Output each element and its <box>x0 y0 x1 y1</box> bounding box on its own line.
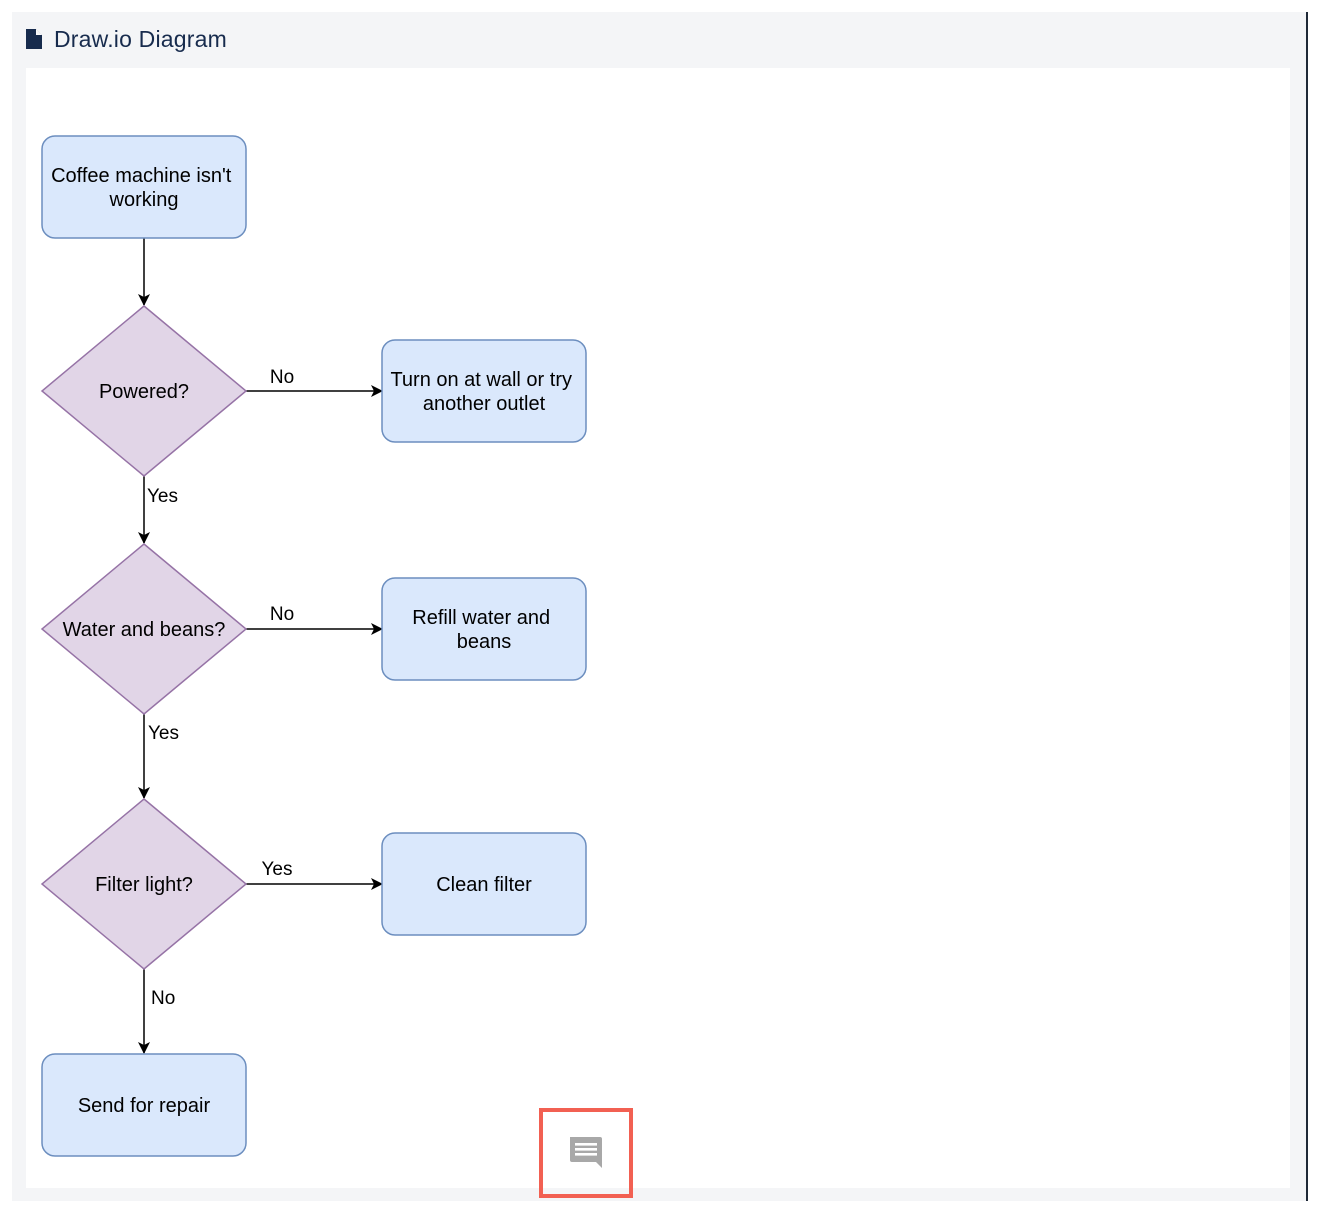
svg-text:Refill water and beans: Refill water and beans <box>412 607 555 653</box>
node-turn-on-line-2: another outlet <box>423 393 546 415</box>
decision-filter[interactable]: Filter light? <box>40 798 248 970</box>
node-turn-on[interactable]: Turn on at wall or try another outlet <box>381 339 587 443</box>
node-refill-line-2: beans <box>457 631 512 653</box>
edge-label-filter-no: No <box>151 988 175 1009</box>
svg-text:Filter light?: Filter light? <box>95 874 193 896</box>
svg-text:Clean filter: Clean filter <box>436 874 532 896</box>
svg-text:Coffee machine isn't wor: Coffee machine isn't working <box>51 165 237 211</box>
node-start-line-2: working <box>109 189 179 211</box>
edge-label-water-no: No <box>270 604 294 625</box>
node-refill-line-1: Refill water and <box>412 607 550 629</box>
edge-label-powered-no: No <box>270 367 294 388</box>
macro-title: Draw.io Diagram <box>54 25 227 52</box>
decision-powered-label: Powered? <box>99 381 189 403</box>
node-repair[interactable]: Send for repair <box>41 1053 247 1157</box>
document-icon <box>26 29 42 49</box>
node-start[interactable]: Coffee machine isn't working <box>41 135 247 239</box>
comment-icon <box>570 1137 602 1168</box>
svg-text:Water and beans?: Water and beans? <box>63 619 226 641</box>
node-turn-on-line-1: Turn on at wall or try <box>390 369 572 391</box>
decision-water[interactable]: Water and beans? <box>40 543 248 715</box>
node-start-line-1: Coffee machine isn't <box>51 165 232 187</box>
edge-label-filter-yes: Yes <box>262 859 293 880</box>
node-clean-line-1: Clean filter <box>436 874 532 896</box>
panel-right-border <box>1306 12 1308 1201</box>
edge-label-powered-yes: Yes <box>147 486 178 507</box>
svg-text:Send for repair: Send for repair <box>78 1095 211 1117</box>
macro-header: Draw.io Diagram <box>24 22 227 56</box>
decision-water-label: Water and beans? <box>63 619 226 641</box>
node-clean[interactable]: Clean filter <box>381 832 587 936</box>
node-refill[interactable]: Refill water and beans <box>381 577 587 681</box>
svg-text:Turn on at wall or try a: Turn on at wall or try another outlet <box>390 369 577 415</box>
comment-button[interactable] <box>539 1108 633 1198</box>
edge-label-water-yes: Yes <box>148 723 179 744</box>
node-repair-line-1: Send for repair <box>78 1095 211 1117</box>
decision-powered[interactable]: Powered? <box>40 305 248 477</box>
decision-filter-label: Filter light? <box>95 874 193 896</box>
svg-text:Powered?: Powered? <box>99 381 189 403</box>
